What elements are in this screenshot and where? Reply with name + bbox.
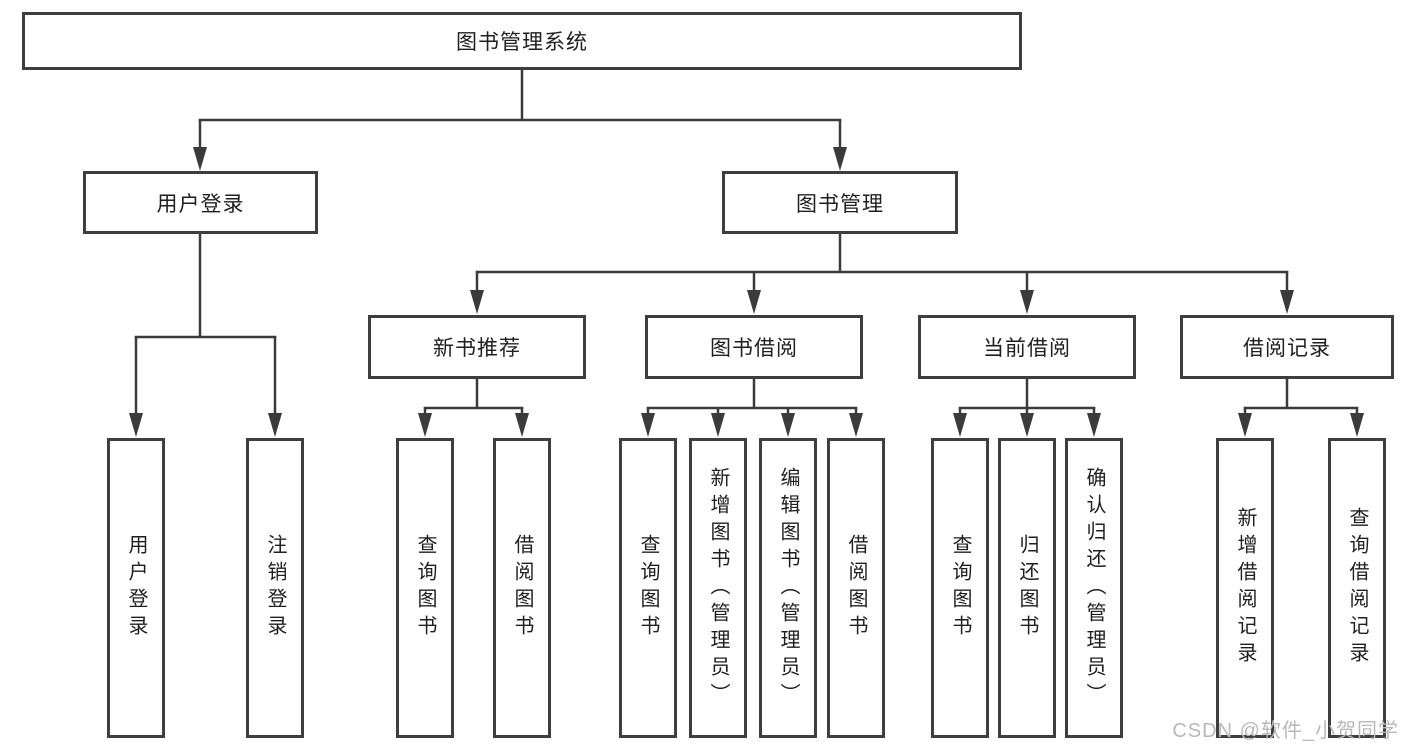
leaf-edit-book-admin-label: 编辑图书（管理员） [777,466,799,710]
leaf-borrow-books-recommend-label: 借阅图书 [511,534,533,642]
node-new-book-recommend: 新书推荐 [368,315,586,379]
leaf-query-borrow-record: 查询借阅记录 [1328,438,1386,738]
leaf-query-books-borrow: 查询图书 [619,438,677,738]
leaf-add-borrow-record: 新增借阅记录 [1216,438,1274,738]
node-current-borrow: 当前借阅 [918,315,1136,379]
leaf-add-book-admin-label: 新增图书（管理员） [707,466,729,710]
leaf-logout: 注销登录 [246,438,304,738]
leaf-query-books-borrow-label: 查询图书 [637,534,659,642]
leaf-user-login: 用户登录 [107,438,165,738]
node-user-login-label: 用户登录 [156,192,245,216]
leaf-add-borrow-record-label: 新增借阅记录 [1234,507,1256,669]
node-borrow-records: 借阅记录 [1180,315,1394,379]
leaf-user-login-label: 用户登录 [125,534,147,642]
node-new-book-recommend-label: 新书推荐 [433,337,521,360]
leaf-borrow-books-recommend: 借阅图书 [493,438,551,738]
leaf-return-book: 归还图书 [998,438,1056,738]
node-borrow-records-label: 借阅记录 [1243,337,1331,360]
leaf-confirm-return-admin-label: 确认归还（管理员） [1083,466,1105,710]
node-root-label: 图书管理系统 [456,31,588,54]
leaf-borrow-books: 借阅图书 [827,438,885,738]
node-user-login: 用户登录 [83,171,318,234]
node-book-management: 图书管理 [722,171,958,234]
node-book-borrow-label: 图书借阅 [710,337,798,360]
node-book-management-label: 图书管理 [796,192,884,216]
leaf-query-books-current-label: 查询图书 [949,534,971,642]
leaf-query-books-current: 查询图书 [931,438,989,738]
node-current-borrow-label: 当前借阅 [983,337,1071,360]
leaf-confirm-return-admin: 确认归还（管理员） [1065,438,1123,738]
leaf-query-books-recommend: 查询图书 [396,438,454,738]
leaf-logout-label: 注销登录 [264,534,286,642]
arrowheads [129,147,1364,437]
leaf-borrow-books-label: 借阅图书 [845,534,867,642]
leaf-add-book-admin: 新增图书（管理员） [689,438,747,738]
leaf-query-borrow-record-label: 查询借阅记录 [1346,507,1368,669]
leaf-query-books-recommend-label: 查询图书 [414,534,436,642]
node-book-borrow: 图书借阅 [645,315,863,379]
leaf-return-book-label: 归还图书 [1016,534,1038,642]
leaf-edit-book-admin: 编辑图书（管理员） [759,438,817,738]
node-root: 图书管理系统 [22,12,1022,70]
csdn-watermark: CSDN @软件_小贺同学 [1172,720,1399,742]
